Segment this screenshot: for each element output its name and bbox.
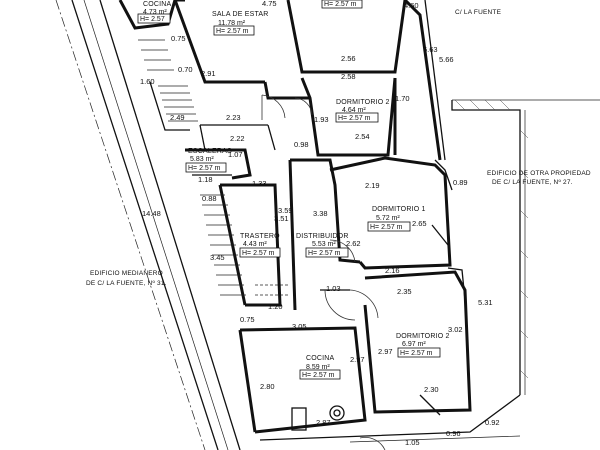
- room-dorm2-name: DORMITORIO 2: [396, 333, 450, 340]
- upper-plan: [118, 0, 446, 161]
- dim-3-51: 3.51: [274, 214, 289, 223]
- room-escaleras-height: H= 2.57 m: [188, 165, 221, 172]
- dim-2-23: 2.23: [226, 113, 241, 122]
- dim-1-70: 1.70: [395, 94, 410, 103]
- room-distribuidor-area: 5.53 m²: [312, 241, 336, 248]
- dim-5-31: 5.31: [478, 298, 493, 307]
- room-trastero-name: TRASTERO: [240, 233, 280, 240]
- room-cocina-top-area: 4.73 m²: [143, 9, 167, 16]
- dim-3-38: 3.38: [313, 209, 328, 218]
- room-trastero-area: 4.43 m²: [243, 241, 267, 248]
- escaleras-block: [185, 148, 252, 180]
- room-cocina-top-name: COCINA: [143, 1, 172, 8]
- dim-2-30: 2.30: [424, 385, 439, 394]
- room-escaleras-area: 5.83 m²: [190, 156, 214, 163]
- lower-plan: [200, 156, 521, 450]
- dim-1-07: 1.07: [228, 150, 243, 159]
- dim-0-92: 0.92: [485, 418, 500, 427]
- room-distribuidor-height: H= 2.57 m: [308, 250, 341, 257]
- dim-5-63: 5.63: [423, 45, 438, 54]
- left-party-wall: [55, 0, 241, 450]
- dim-2-65: 2.65: [412, 219, 427, 228]
- stair-steps-top: [138, 39, 198, 122]
- dim-1-20: 1.20: [268, 302, 283, 311]
- dim-0-98: 0.98: [294, 140, 309, 149]
- dim-2-35: 2.35: [397, 287, 412, 296]
- dim-14-48: 14.48: [142, 209, 161, 218]
- room-dorm2-top-height: H= 2.57 m: [338, 115, 371, 122]
- dim-4-75: 4.75: [262, 0, 277, 8]
- dim-2-62: 2.62: [346, 239, 361, 248]
- dim-0-75-top: 0.75: [171, 34, 186, 43]
- room-distribuidor-name: DISTRIBUIDOR: [296, 233, 349, 240]
- room-dorm2-top-name: DORMITORIO 2: [336, 99, 390, 106]
- dim-2-16: 2.16: [385, 266, 400, 275]
- dim-4-60: 4.60: [404, 1, 419, 10]
- dim-1-93: 1.93: [314, 115, 329, 124]
- neighbor-left-line1: EDIFICIO MEDIANERO: [90, 270, 163, 277]
- room-top-center-height: H= 2.57 m: [324, 1, 357, 8]
- room-cocina-area: 8.59 m²: [306, 364, 330, 371]
- dim-0-89: 0.89: [453, 178, 468, 187]
- dim-2-97-b: 2.97: [378, 347, 393, 356]
- dim-2-91: 2.91: [201, 69, 216, 78]
- room-trastero-height: H= 2.57 m: [242, 250, 275, 257]
- dim-5-66: 5.66: [439, 55, 454, 64]
- dim-0-70: 0.70: [178, 65, 193, 74]
- dim-1-03: 1.03: [326, 284, 341, 293]
- dim-2-19: 2.19: [365, 181, 380, 190]
- room-dorm1-height: H= 2.57 m: [370, 224, 403, 231]
- dim-3-05: 3.05: [292, 322, 307, 331]
- room-dorm1-area: 5.72 m²: [376, 215, 400, 222]
- dim-1-05: 1.05: [405, 438, 420, 447]
- street-label: C/ LA FUENTE: [455, 9, 502, 16]
- stair-steps-bottom: [200, 194, 290, 296]
- dim-1-60: 1.60: [140, 77, 155, 86]
- room-cocina-name: COCINA: [306, 355, 335, 362]
- room-sala-area: 11.78 m²: [218, 20, 246, 27]
- room-dorm2-top-area: 4.64 m²: [342, 107, 366, 114]
- dim-0-75: 0.75: [240, 315, 255, 324]
- dim-0-96: 0.96: [446, 429, 461, 438]
- neighbor-right-line1: EDIFICIO DE OTRA PROPIEDAD: [487, 170, 591, 177]
- neighbor-right-line2: DE C/ LA FUENTE, Nº 27.: [492, 179, 573, 186]
- dim-2-58: 2.58: [341, 72, 356, 81]
- dim-2-80: 2.80: [260, 382, 275, 391]
- dim-2-54: 2.54: [355, 132, 370, 141]
- dim-2-22: 2.22: [230, 134, 245, 143]
- dim-1-33: 1.33: [252, 179, 267, 188]
- room-sala-height: H= 2.57 m: [216, 28, 249, 35]
- room-cocina-top-height: H= 2.57: [140, 16, 165, 23]
- dim-1-18: 1.18: [198, 175, 213, 184]
- room-dorm2-area: 6.97 m²: [402, 341, 426, 348]
- dim-2-49: 2.49: [170, 113, 185, 122]
- dim-2-97-a: 2.97: [350, 355, 365, 364]
- room-dorm1-name: DORMITORIO 1: [372, 206, 426, 213]
- dim-0-88: 0.88: [202, 194, 217, 203]
- right-party-wall: [451, 99, 600, 395]
- room-cocina-height: H= 2.57 m: [302, 372, 335, 379]
- room-escaleras-name: ESCALERAS: [188, 148, 232, 155]
- dim-3-45: 3.45: [210, 253, 225, 262]
- dim-3-59: 3.59: [278, 206, 293, 215]
- room-sala-name: SALA DE ESTAR: [212, 11, 269, 18]
- wall-hatching: [454, 99, 529, 379]
- neighbor-left-line2: DE C/ LA FUENTE, Nº 31.: [86, 280, 167, 287]
- room-dorm2-height: H= 2.57 m: [400, 350, 433, 357]
- dim-3-02: 3.02: [448, 325, 463, 334]
- dim-2-56: 2.56: [341, 54, 356, 63]
- dim-2-87: 2.87: [316, 418, 331, 427]
